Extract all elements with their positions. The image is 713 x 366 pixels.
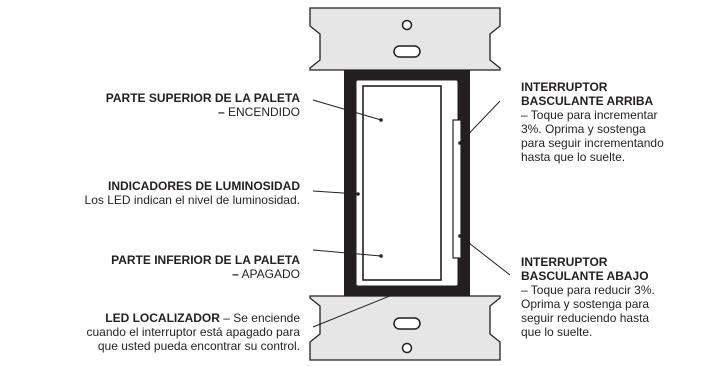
locator-title: LED LOCALIZADOR: [105, 311, 220, 325]
rocker-down-title1: INTERRUPTOR: [521, 255, 608, 269]
locator-label: LED LOCALIZADOR – Se enciende cuando el …: [87, 311, 301, 353]
top-screw-hole-icon: [401, 19, 413, 31]
brightness-label: INDICADORES DE LUMINOSIDAD Los LED indic…: [85, 179, 300, 207]
bottom-paddle-dash: –: [232, 267, 239, 281]
rocker-down-line1: – Toque para reducir 3%.: [521, 283, 655, 297]
bottom-mounting-slot-icon: [393, 317, 421, 330]
rocker-down-title2: BASCULANTE ABAJO: [521, 269, 649, 283]
rocker-up-label: INTERRUPTOR BASCULANTE ARRIBA – Toque pa…: [521, 80, 664, 164]
rocker-down-line2: Oprima y sostenga para: [521, 297, 650, 311]
brightness-desc: Los LED indican el nivel de luminosidad.: [84, 193, 300, 207]
rocker-down-line4: que lo suelte.: [521, 325, 593, 339]
locator-line1: – Se enciende: [223, 311, 300, 325]
top-paddle-dash: –: [217, 105, 225, 119]
rocker-up-line1: – Toque para incrementar: [521, 108, 658, 122]
bottom-paddle-title: PARTE INFERIOR DE LA PALETA: [111, 253, 300, 267]
rocker-down-leader-line: [459, 235, 511, 276]
rocker-bar: [452, 119, 462, 259]
rocker-up-line2: 3%. Oprima y sostenga: [521, 122, 646, 136]
bottom-paddle-leader-line: [312, 249, 382, 257]
brightness-title: INDICADORES DE LUMINOSIDAD: [107, 179, 300, 193]
bottom-paddle-label: PARTE INFERIOR DE LA PALETA – APAGADO: [111, 253, 300, 281]
bottom-paddle-desc: APAGADO: [241, 267, 300, 281]
top-paddle-title: PARTE SUPERIOR DE LA PALETA: [105, 91, 300, 105]
paddle: [362, 85, 442, 281]
rocker-up-line3: para seguir incrementando: [521, 136, 664, 150]
top-paddle-leader-line: [312, 99, 382, 121]
rocker-up-title2: BASCULANTE ARRIBA: [521, 94, 654, 108]
bottom-mounting-plate: [309, 295, 501, 361]
rocker-up-line4: hasta que lo suelte.: [521, 150, 626, 164]
brightness-leader-line: [312, 190, 359, 195]
rocker-up-title1: INTERRUPTOR: [521, 80, 608, 94]
top-paddle-label: PARTE SUPERIOR DE LA PALETA – ENCENDIDO: [106, 91, 300, 119]
locator-leader-line: [312, 288, 408, 328]
top-paddle-desc: ENCENDIDO: [227, 105, 300, 119]
bottom-screw-hole-icon: [401, 342, 413, 354]
locator-line2: cuando el interruptor está apagado para: [86, 325, 301, 339]
rocker-up-leader-line: [459, 100, 501, 144]
rocker-down-line3: seguir reduciendo hasta: [521, 311, 650, 325]
top-mounting-plate: [309, 7, 501, 71]
locator-line3: que usted pueda encontrar su control.: [97, 339, 300, 353]
rocker-down-label: INTERRUPTOR BASCULANTE ABAJO – Toque par…: [521, 255, 655, 339]
top-mounting-slot-icon: [393, 45, 421, 58]
